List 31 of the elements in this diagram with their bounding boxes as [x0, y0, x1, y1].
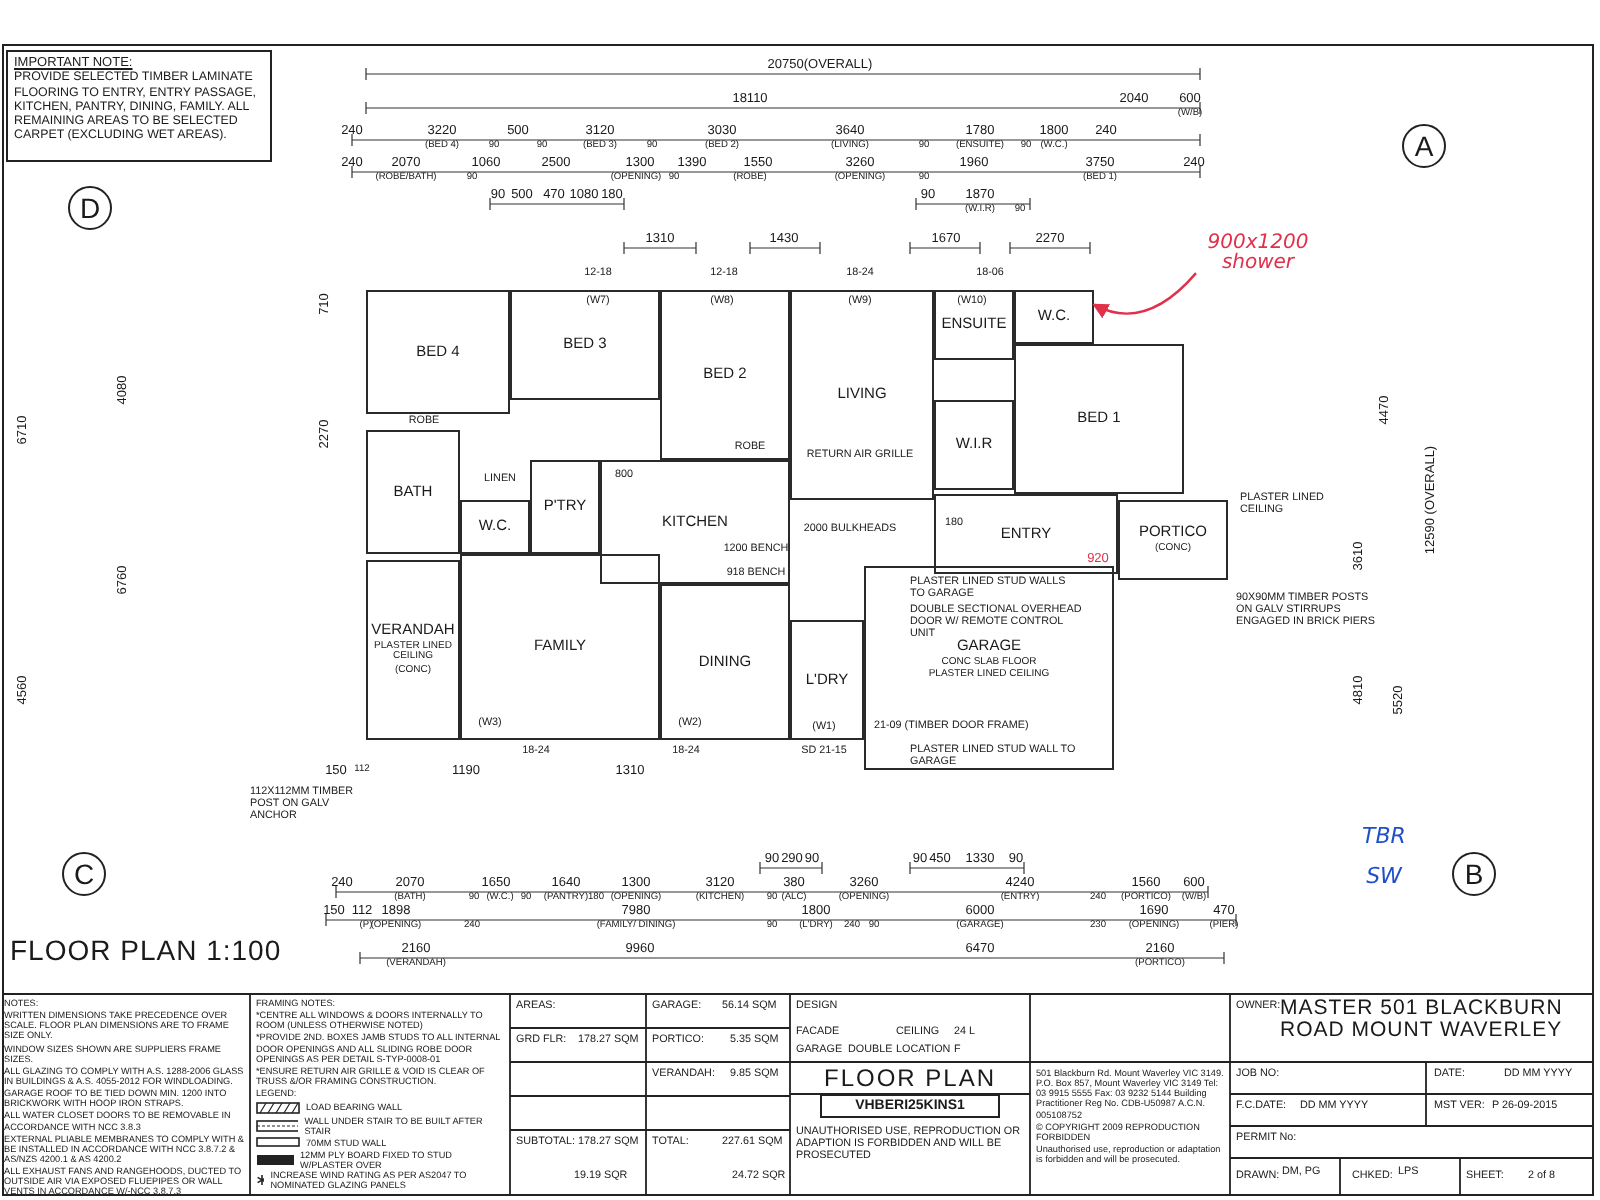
room-area [864, 566, 1114, 770]
room-area [934, 290, 1014, 360]
room-area [510, 290, 660, 400]
room-area [460, 554, 660, 740]
room-area [366, 290, 510, 414]
owner-address: MASTER 501 BLACKBURN ROAD MOUNT WAVERLEY [1280, 998, 1565, 1043]
room-area [660, 584, 790, 740]
section-marker: C [62, 852, 106, 896]
room-area [1014, 344, 1184, 494]
section-marker: A [1402, 124, 1446, 168]
room-area [366, 430, 460, 554]
room-area [530, 460, 600, 554]
handwritten-text: 900x1200 shower [1205, 233, 1311, 275]
room-area [366, 560, 460, 740]
sheet-title: FLOOR PLAN [823, 1066, 997, 1090]
room-area [790, 620, 864, 740]
section-marker: D [68, 186, 112, 230]
room-area [600, 460, 790, 584]
note-box [6, 50, 272, 162]
drawing-title: FLOOR PLAN 1:100 [10, 934, 282, 966]
room-area [460, 500, 530, 554]
room-area [934, 400, 1014, 490]
annotation-arrow [1092, 272, 1197, 318]
handwritten-note: SW [1366, 865, 1402, 887]
room-area [660, 290, 790, 460]
room-area [790, 290, 934, 500]
section-marker: B [1452, 852, 1496, 896]
handwritten-note: TBR [1362, 825, 1406, 847]
room-area [1014, 290, 1094, 344]
room-area [934, 494, 1118, 574]
room-area [1118, 500, 1228, 580]
